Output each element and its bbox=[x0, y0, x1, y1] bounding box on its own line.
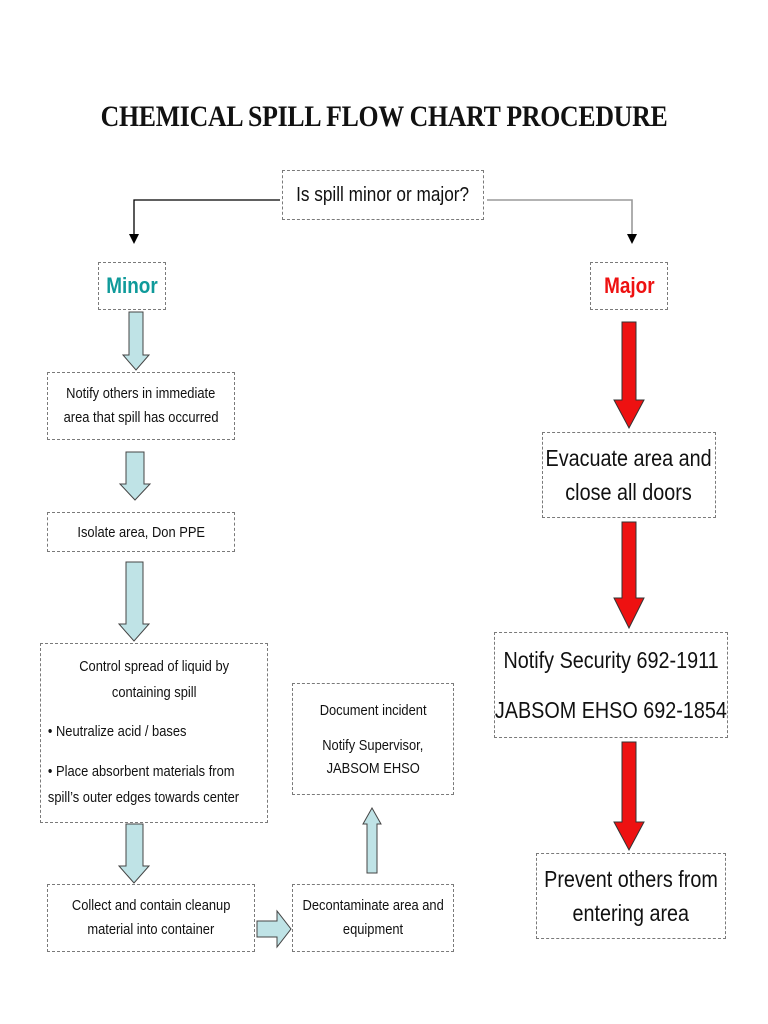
notify-supervisor-line-1: Notify Supervisor, bbox=[322, 736, 424, 754]
isolate-area-box: Isolate area, Don PPE bbox=[47, 512, 235, 552]
notify-security-text: Notify Security 692-1911 bbox=[503, 647, 719, 673]
bullet-absorbent-line-1: • Place absorbent materials from bbox=[47, 763, 235, 780]
control-spread-line-2: containing spill bbox=[111, 684, 197, 701]
minor-label: Minor bbox=[106, 273, 158, 298]
minor-arrow-2 bbox=[118, 451, 152, 501]
minor-arrow-right bbox=[256, 909, 292, 949]
minor-label-box: Minor bbox=[98, 262, 166, 310]
arrowhead-to-minor bbox=[129, 234, 139, 244]
minor-arrow-4 bbox=[117, 823, 151, 884]
collect-contain-line-2: material into container bbox=[87, 921, 215, 938]
connector-to-major bbox=[487, 199, 633, 238]
collect-contain-line-1: Collect and contain cleanup bbox=[71, 897, 231, 914]
minor-arrow-up bbox=[362, 806, 382, 874]
decision-text: Is spill minor or major? bbox=[296, 183, 470, 206]
major-arrow-2 bbox=[613, 521, 645, 630]
notify-others-line-1: Notify others in immediate bbox=[66, 385, 216, 402]
bullet-absorbent-line-2: spill’s outer edges towards center bbox=[47, 789, 240, 806]
decontaminate-box: Decontaminate area and equipment bbox=[292, 884, 454, 952]
notify-others-box: Notify others in immediate area that spi… bbox=[47, 372, 235, 440]
prevent-others-line-2: entering area bbox=[572, 900, 690, 926]
decontaminate-line-1: Decontaminate area and bbox=[302, 897, 444, 914]
collect-contain-box: Collect and contain cleanup material int… bbox=[47, 884, 255, 952]
document-incident-box: Document incident Notify Supervisor, JAB… bbox=[292, 683, 454, 795]
control-spread-line-1: Control spread of liquid by bbox=[79, 658, 229, 675]
evacuate-line-2: close all doors bbox=[565, 479, 693, 505]
evacuate-line-1: Evacuate area and bbox=[545, 445, 713, 471]
notify-supervisor-line-2: JABSOM EHSO bbox=[326, 759, 420, 777]
isolate-area-text: Isolate area, Don PPE bbox=[77, 523, 205, 541]
major-arrow-3 bbox=[613, 741, 645, 852]
notify-security-box: Notify Security 692-1911 JABSOM EHSO 692… bbox=[494, 632, 728, 738]
minor-arrow-3 bbox=[117, 561, 151, 642]
control-spread-box: Control spread of liquid by containing s… bbox=[40, 643, 268, 823]
arrowhead-to-major bbox=[627, 234, 637, 244]
major-arrow-1 bbox=[613, 321, 645, 430]
bullet-neutralize: • Neutralize acid / bases bbox=[47, 723, 187, 740]
decision-box: Is spill minor or major? bbox=[282, 170, 484, 220]
document-incident-text: Document incident bbox=[319, 701, 427, 719]
connector-to-minor bbox=[133, 199, 280, 238]
minor-arrow-1 bbox=[121, 311, 151, 371]
jabsom-ehso-text: JABSOM EHSO 692-1854 bbox=[495, 697, 727, 723]
page-title: CHEMICAL SPILL FLOW CHART PROCEDURE bbox=[100, 100, 668, 133]
decontaminate-line-2: equipment bbox=[342, 921, 404, 938]
control-spread-bullets: • Neutralize acid / bases • Place absorb… bbox=[41, 714, 267, 808]
major-label-box: Major bbox=[590, 262, 668, 310]
prevent-others-line-1: Prevent others from bbox=[544, 866, 718, 892]
major-label: Major bbox=[603, 273, 655, 298]
prevent-others-box: Prevent others from entering area bbox=[536, 853, 726, 939]
evacuate-box: Evacuate area and close all doors bbox=[542, 432, 716, 518]
notify-others-line-2: area that spill has occurred bbox=[63, 409, 219, 426]
